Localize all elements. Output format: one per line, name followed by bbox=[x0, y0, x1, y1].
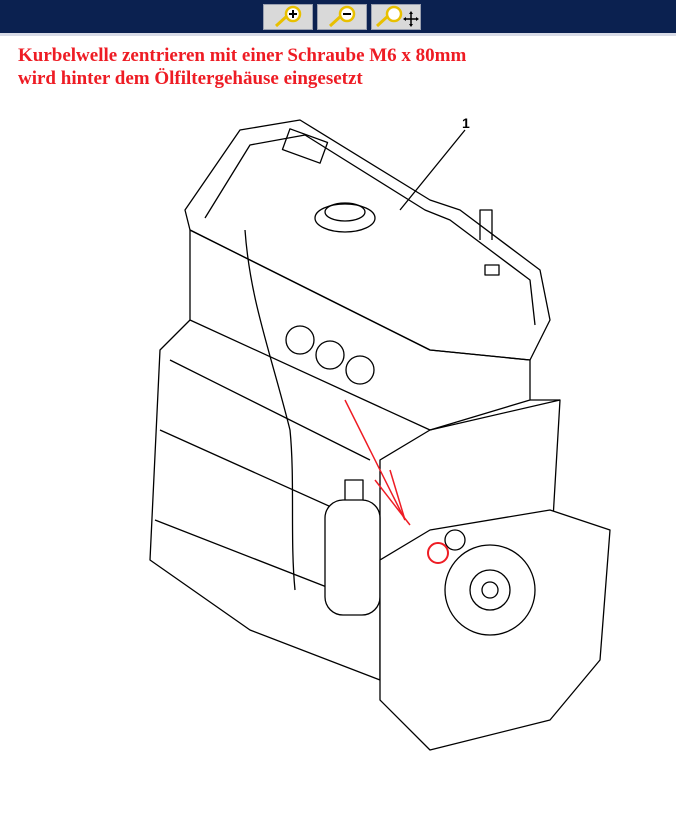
zoom-out-button[interactable] bbox=[317, 4, 367, 30]
callout-leader bbox=[399, 129, 466, 211]
caption-line-1: Kurbelwelle zentrieren mit einer Schraub… bbox=[18, 45, 467, 66]
cylinder-head bbox=[189, 229, 531, 431]
magnifier-move-icon bbox=[375, 5, 419, 28]
magnifier-minus-icon bbox=[328, 5, 356, 28]
dipstick bbox=[244, 229, 296, 591]
oil-filler-cap bbox=[314, 203, 376, 233]
red-arrows bbox=[344, 399, 449, 564]
engine-block bbox=[149, 319, 431, 681]
zoom-pan-button[interactable] bbox=[371, 4, 421, 30]
flywheel-flange bbox=[379, 509, 611, 751]
arrow-line bbox=[344, 399, 406, 521]
magnifier-plus-icon bbox=[274, 5, 302, 28]
oil-filter-housing bbox=[324, 499, 381, 616]
arrow-line bbox=[389, 469, 406, 521]
instruction-caption: Kurbelwelle zentrieren mit einer Schraub… bbox=[18, 44, 466, 90]
callout-label: 1 bbox=[462, 115, 470, 131]
breather-pipe bbox=[479, 209, 493, 240]
centering-bolt-marker bbox=[427, 542, 449, 564]
caption-line-2: wird hinter dem Ölfiltergehäuse eingeset… bbox=[18, 68, 363, 89]
toolbar bbox=[0, 0, 676, 33]
crankshaft-flange bbox=[444, 544, 536, 636]
zoom-in-button[interactable] bbox=[263, 4, 313, 30]
valve-cover bbox=[184, 119, 551, 361]
engine-diagram: 1 bbox=[149, 115, 611, 751]
toolbar-divider bbox=[0, 33, 676, 36]
